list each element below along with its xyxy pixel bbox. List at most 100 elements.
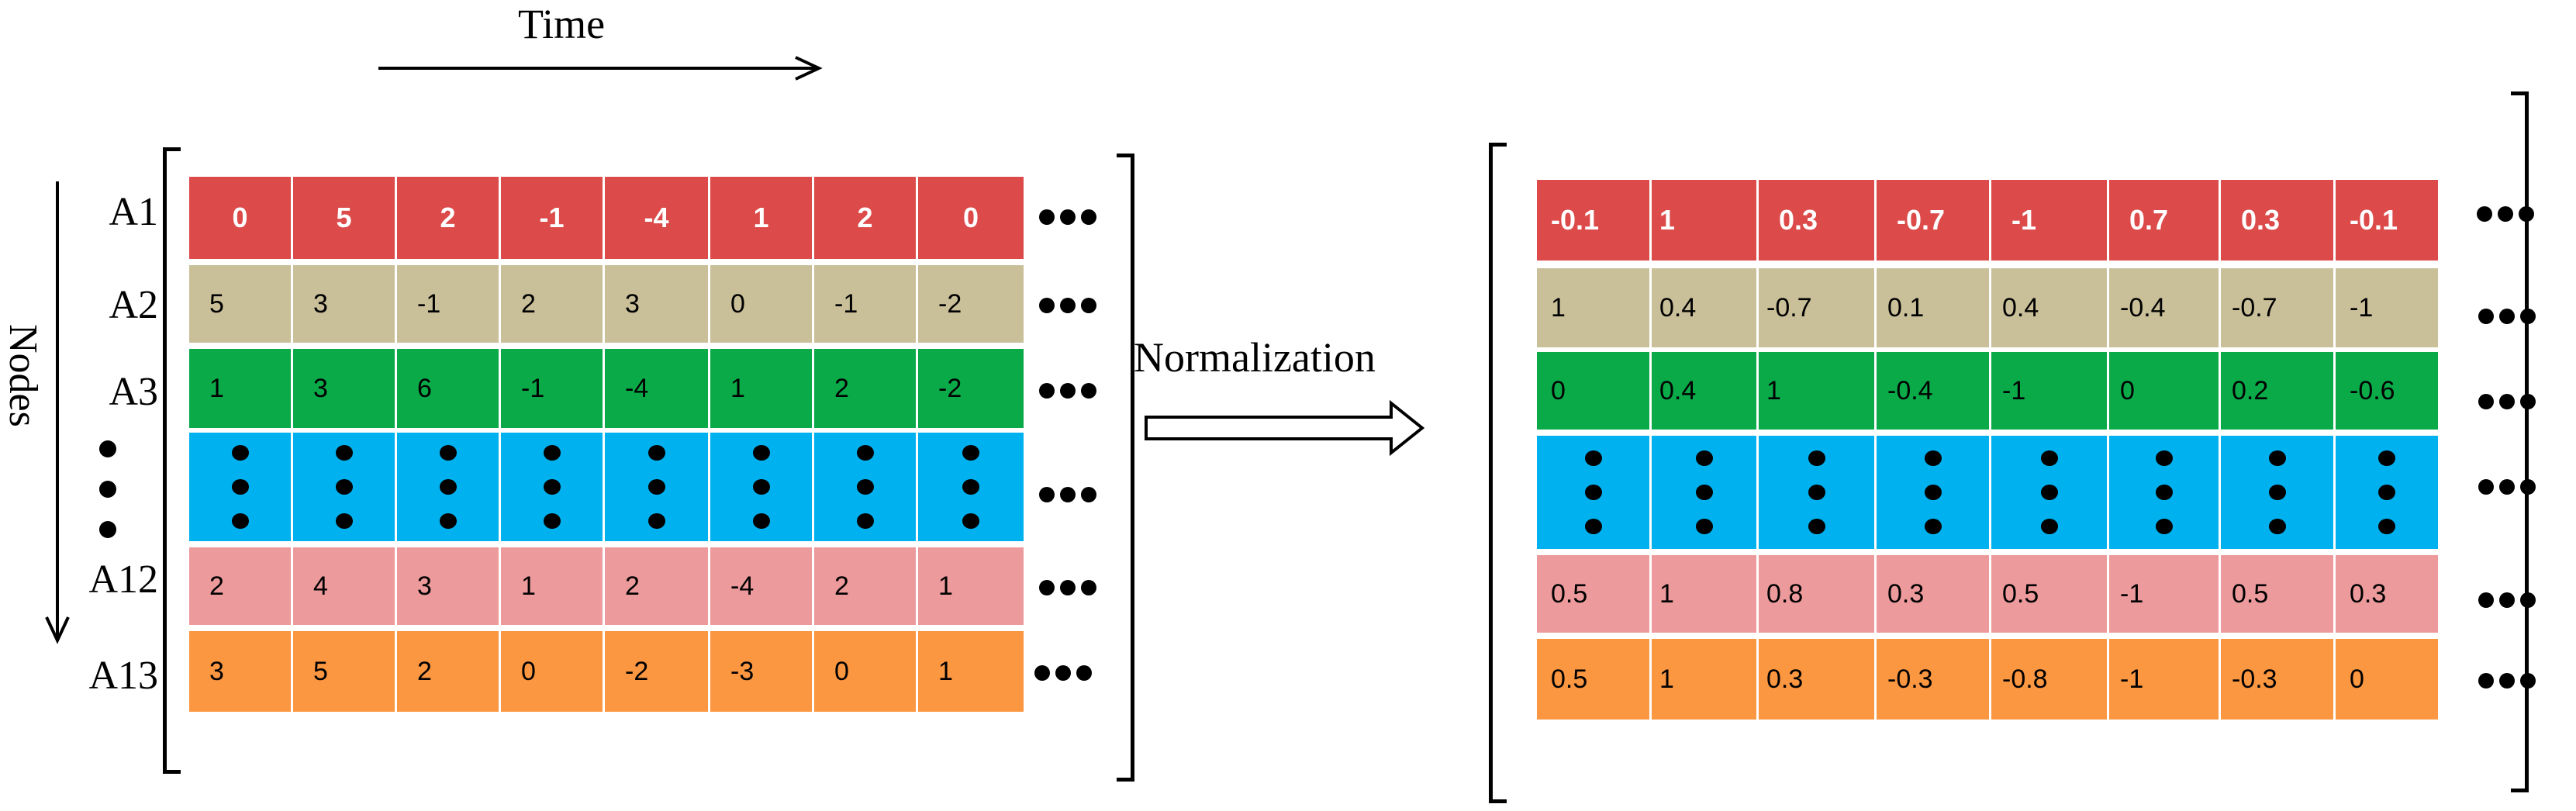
raw-cell: 2 <box>397 177 501 259</box>
raw-cell: 0 <box>962 202 979 233</box>
raw-cell: 3 <box>397 547 501 625</box>
raw-ellipsis-cell <box>605 433 710 541</box>
raw-ellipsis-cell <box>918 433 1024 541</box>
raw-row-a1: 0 5 2 -1 -4 1 2 0 <box>189 177 1024 259</box>
norm-cell: 0.3 <box>2350 578 2387 609</box>
norm-ellipsis-cell <box>1537 436 1652 549</box>
right-matrix-close-bracket <box>2511 91 2529 792</box>
norm-cell: -0.3 <box>1877 639 1991 720</box>
vertical-ellipsis-icon <box>962 445 979 529</box>
raw-ellipsis-cell <box>814 433 918 541</box>
raw-cell: 2 <box>189 547 293 625</box>
norm-cell: 0.5 <box>1537 639 1652 720</box>
horizontal-ellipsis-icon <box>2478 592 2536 608</box>
horizontal-ellipsis-icon <box>2478 309 2536 324</box>
raw-cell: 1 <box>938 571 953 601</box>
norm-cell: 0.2 <box>2221 352 2336 430</box>
nodes-arrow <box>45 181 70 644</box>
raw-cell: 1 <box>938 656 953 686</box>
raw-cell: 3 <box>293 349 397 428</box>
norm-row-a1: -0.1 1 0.3 -0.7 -1 0.7 0.3 -0.1 <box>1537 180 2438 261</box>
norm-cell: 0.3 <box>1759 639 1877 720</box>
norm-cell: -0.4 <box>1877 352 1991 430</box>
vertical-ellipsis-icon <box>2155 450 2173 534</box>
norm-cell: -1 <box>2109 639 2221 720</box>
time-label: Time <box>518 1 606 47</box>
raw-cell: 4 <box>293 547 397 625</box>
norm-cell: 0.3 <box>2221 180 2336 261</box>
norm-cell: 0.3 <box>1877 555 1991 633</box>
norm-cell: 0 <box>2350 664 2364 694</box>
raw-cell: 1 <box>189 349 293 428</box>
vertical-ellipsis-icon <box>647 445 665 529</box>
raw-cell: -1 <box>814 265 918 343</box>
raw-row-a12: 2 4 3 1 2 -4 2 1 <box>189 547 1024 625</box>
raw-row-a13: 3 5 2 0 -2 -3 0 1 <box>189 631 1024 712</box>
norm-row-a12: 0.5 1 0.8 0.3 0.5 -1 0.5 0.3 <box>1537 555 2438 633</box>
raw-row-a3: 1 3 6 -1 -4 1 2 -2 <box>189 349 1024 428</box>
raw-cell: -4 <box>605 177 710 259</box>
norm-cell: -0.6 <box>2350 375 2395 406</box>
raw-cell: 2 <box>814 547 918 625</box>
vertical-ellipsis-icon <box>1808 450 1825 534</box>
raw-ellipsis-cell <box>397 433 501 541</box>
raw-row-a2: 5 3 -1 2 3 0 -1 -2 <box>189 265 1024 343</box>
vertical-ellipsis-icon <box>752 445 770 529</box>
raw-cell: 3 <box>189 631 293 712</box>
vertical-ellipsis-icon <box>439 445 457 529</box>
raw-cell: 0 <box>710 265 814 343</box>
norm-cell: 0.7 <box>2109 180 2221 261</box>
raw-cell: 2 <box>814 349 918 428</box>
norm-cell: 0.4 <box>1652 352 1759 430</box>
raw-cell: 0 <box>501 631 605 712</box>
horizontal-ellipsis-icon <box>1039 298 1096 313</box>
vertical-ellipsis-icon <box>856 445 874 529</box>
raw-cell: 3 <box>605 265 710 343</box>
norm-row-a3: 0 0.4 1 -0.4 -1 0 0.2 -0.6 <box>1537 352 2438 430</box>
raw-cell: 0 <box>814 631 918 712</box>
horizontal-ellipsis-icon <box>1039 580 1096 595</box>
norm-cell: -0.1 <box>2350 204 2398 236</box>
row-label-ellipsis <box>99 440 116 538</box>
norm-cell: 0 <box>1537 352 1652 430</box>
norm-cell: -0.7 <box>1877 180 1991 261</box>
raw-cell: 1 <box>501 547 605 625</box>
raw-cell: -1 <box>501 349 605 428</box>
norm-cell: 1 <box>1652 639 1759 720</box>
vertical-ellipsis-icon <box>2268 450 2286 534</box>
norm-ellipsis-cell <box>2109 436 2221 549</box>
norm-cell: -1 <box>2350 292 2374 323</box>
raw-cell: -2 <box>938 288 962 319</box>
norm-cell: -0.8 <box>1991 639 2109 720</box>
norm-ellipsis-cell <box>2221 436 2336 549</box>
norm-cell: 0.5 <box>1537 555 1652 633</box>
raw-cell: 2 <box>501 265 605 343</box>
norm-cell: -1 <box>1991 352 2109 430</box>
raw-ellipsis-cell <box>189 433 293 541</box>
vertical-ellipsis-icon <box>1924 450 1942 534</box>
raw-cell: -4 <box>710 547 814 625</box>
vertical-ellipsis-icon <box>1584 450 1602 534</box>
raw-ellipsis-cell <box>293 433 397 541</box>
norm-cell: 0.4 <box>1652 268 1759 347</box>
vertical-ellipsis-icon <box>1695 450 1713 534</box>
norm-cell: 0.8 <box>1759 555 1877 633</box>
raw-ellipsis-cell <box>710 433 814 541</box>
horizontal-ellipsis-icon <box>2478 394 2536 409</box>
raw-cell: 2 <box>814 177 918 259</box>
norm-ellipsis-cell <box>1877 436 1991 549</box>
row-label-a12: A12 <box>88 557 158 602</box>
norm-cell: -1 <box>2109 555 2221 633</box>
vertical-ellipsis-icon <box>2040 450 2058 534</box>
horizontal-ellipsis-icon <box>2478 673 2536 688</box>
norm-cell: 0 <box>2109 352 2221 430</box>
vertical-ellipsis-icon <box>543 445 561 529</box>
row-label-a1: A1 <box>109 190 158 234</box>
norm-cell: 1 <box>1652 555 1759 633</box>
norm-ellipsis-cell <box>1991 436 2109 549</box>
vertical-ellipsis-icon <box>231 445 249 529</box>
raw-cell: 6 <box>397 349 501 428</box>
raw-cell: -1 <box>501 177 605 259</box>
vertical-ellipsis-icon <box>2378 450 2395 534</box>
norm-cell: -0.7 <box>1759 268 1877 347</box>
